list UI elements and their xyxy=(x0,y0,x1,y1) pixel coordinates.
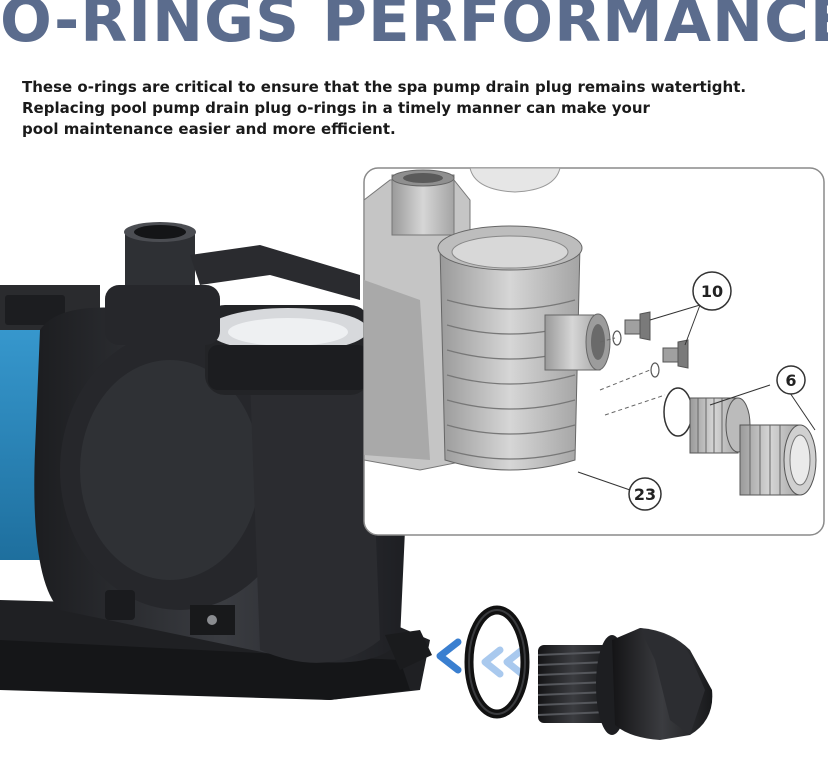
pool-pump-image xyxy=(0,222,432,700)
page-title: O-RINGS PERFORMANCE xyxy=(0,0,828,56)
svg-text:23: 23 xyxy=(634,485,656,504)
diagram-union-fitting xyxy=(663,387,751,454)
description-line: pool maintenance easier and more efficie… xyxy=(22,120,396,138)
exploded-diagram-image: 10 6 23 xyxy=(363,167,825,536)
description-line: These o-rings are critical to ensure tha… xyxy=(22,78,747,96)
callout-6: 6 xyxy=(776,365,806,395)
description: These o-rings are critical to ensure tha… xyxy=(22,77,812,140)
svg-text:6: 6 xyxy=(785,371,796,390)
insert-arrow-icon xyxy=(436,638,526,678)
diagram-union-nut xyxy=(739,424,817,496)
callout-23: 23 xyxy=(628,477,662,511)
svg-text:10: 10 xyxy=(701,282,723,301)
diagram-drain-plug xyxy=(612,311,651,346)
description-line: Replacing pool pump drain plug o-rings i… xyxy=(22,99,650,117)
drain-plug-image xyxy=(537,628,713,740)
o-ring-image xyxy=(464,605,530,719)
callout-10: 10 xyxy=(692,271,732,311)
diagram-drain-plug xyxy=(650,339,689,378)
